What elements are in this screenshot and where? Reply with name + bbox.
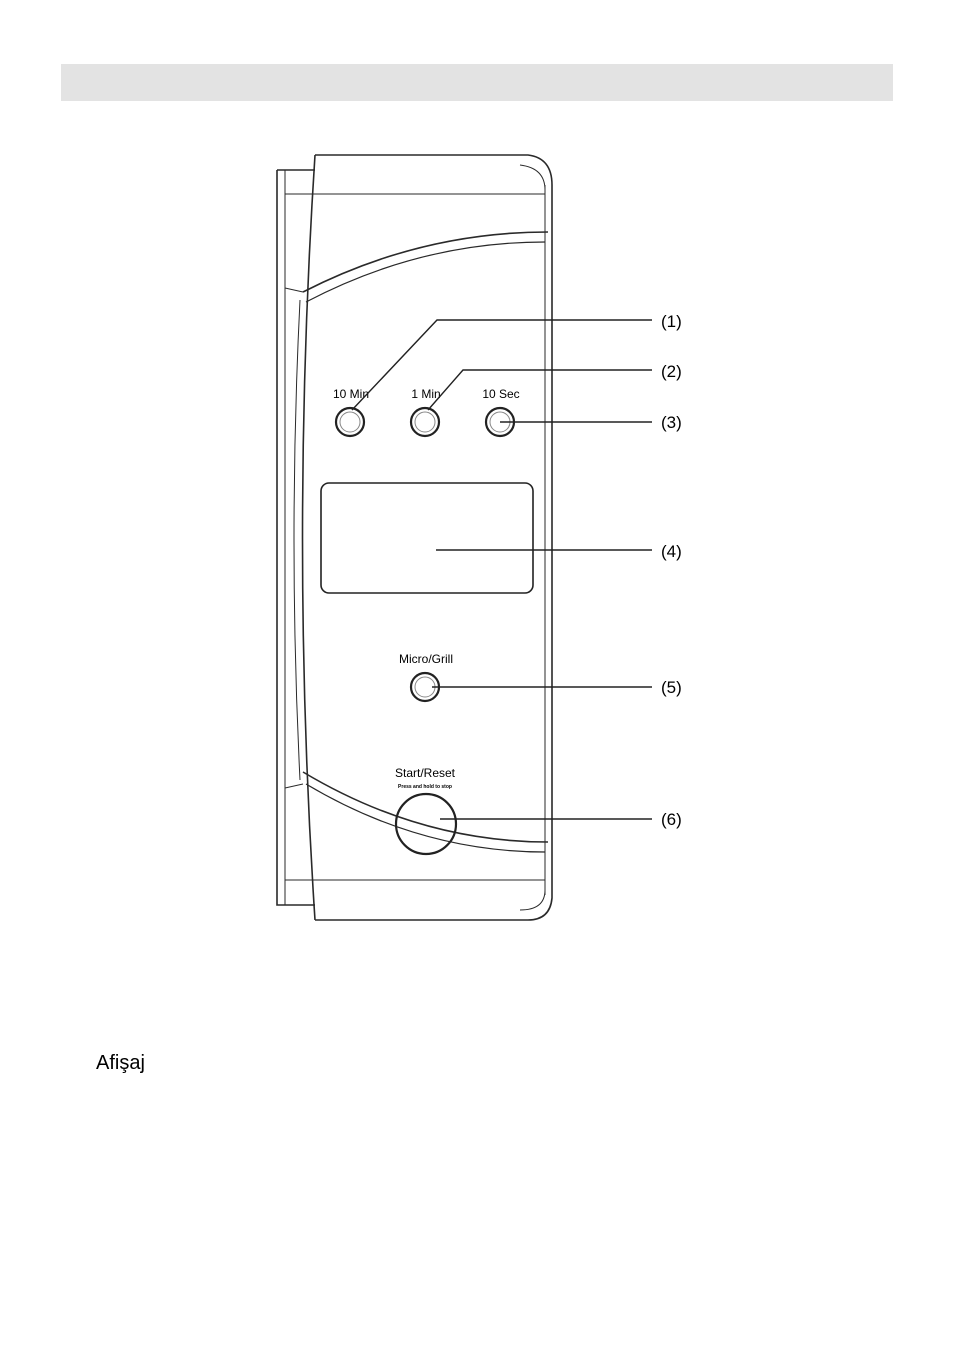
callout-2: (2) bbox=[661, 362, 682, 381]
label-micro-grill: Micro/Grill bbox=[399, 652, 453, 666]
label-start-reset-hint: Press and hold to stop bbox=[398, 784, 452, 790]
callout-1: (1) bbox=[661, 312, 682, 331]
callout-4: (4) bbox=[661, 542, 682, 561]
display-window bbox=[320, 482, 534, 594]
leader-1 bbox=[351, 319, 652, 411]
callout-5: (5) bbox=[661, 678, 682, 697]
btn-10min-circle[interactable] bbox=[334, 406, 366, 438]
btn-start-reset-circle[interactable] bbox=[394, 792, 458, 856]
caption-display: Afişaj bbox=[96, 1052, 145, 1074]
callout-3: (3) bbox=[661, 413, 682, 432]
label-10min: 10 Min bbox=[333, 387, 369, 401]
btn-1min-circle[interactable] bbox=[409, 406, 441, 438]
label-1min: 1 Min bbox=[411, 387, 440, 401]
leader-2 bbox=[427, 369, 652, 411]
callout-6: (6) bbox=[661, 810, 682, 829]
hinge-strip bbox=[276, 170, 315, 906]
header-bar bbox=[61, 64, 893, 101]
panel-outline bbox=[315, 154, 553, 921]
label-start-reset: Start/Reset bbox=[395, 766, 456, 780]
label-10sec: 10 Sec bbox=[482, 387, 519, 401]
